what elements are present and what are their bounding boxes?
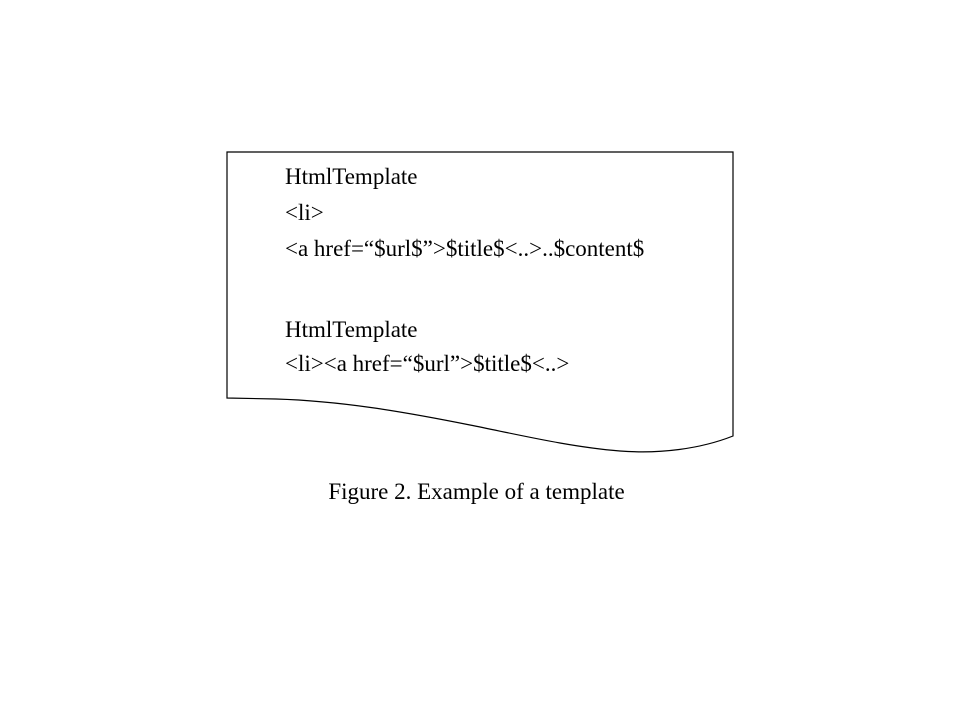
template-block1-line2: <li> <box>285 200 324 225</box>
figure-caption: Figure 2. Example of a template <box>328 479 625 504</box>
template-block2-line1: HtmlTemplate <box>285 317 418 342</box>
template-block2-line2: <li><a href=“$url”>$title$<..> <box>285 351 570 376</box>
template-block1-line3: <a href=“$url$”>$title$<..>..$content$ <box>285 236 645 261</box>
template-block1-line1: HtmlTemplate <box>285 164 418 189</box>
torn-page-shape <box>226 151 734 453</box>
